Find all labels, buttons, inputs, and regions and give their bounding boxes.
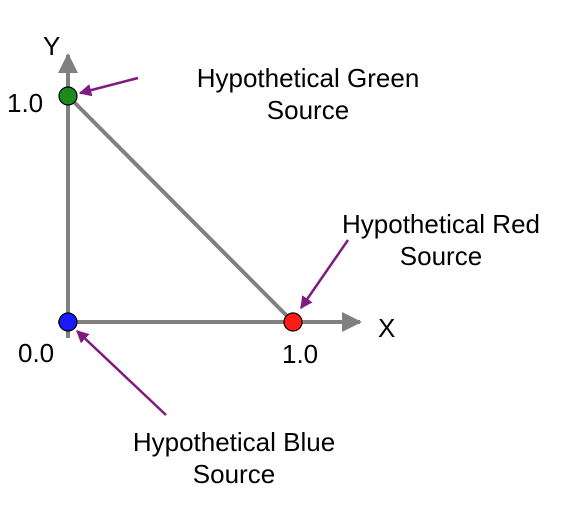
blue-caption-line2: Source [192, 459, 276, 489]
blue-source-caption: Hypothetical Blue Source [133, 426, 335, 490]
blue-callout-arrow [76, 330, 167, 416]
y-axis-label: Y [43, 31, 61, 61]
red-caption-line1: Hypothetical Red [342, 209, 540, 239]
green-callout-arrow [78, 76, 139, 97]
red-source-caption: Hypothetical Red Source [342, 208, 540, 272]
x-tick-label-right: 1.0 [282, 339, 319, 369]
blue-caption-line1: Hypothetical Blue [132, 427, 336, 457]
green-red-edge [66, 94, 295, 324]
red-callout-arrow [299, 239, 350, 310]
red-source-point [283, 312, 303, 332]
green-caption-line2: Source [266, 95, 350, 125]
origin-tick-label: 0.0 [18, 338, 55, 368]
x-axis-label: X [378, 313, 396, 343]
green-source-caption: Hypothetical Green Source [197, 62, 420, 126]
green-caption-line1: Hypothetical Green [196, 63, 420, 93]
red-caption-line2: Source [399, 241, 483, 271]
blue-source-point [58, 312, 78, 332]
y-tick-label-top: 1.0 [7, 88, 44, 118]
green-source-point [58, 86, 78, 106]
